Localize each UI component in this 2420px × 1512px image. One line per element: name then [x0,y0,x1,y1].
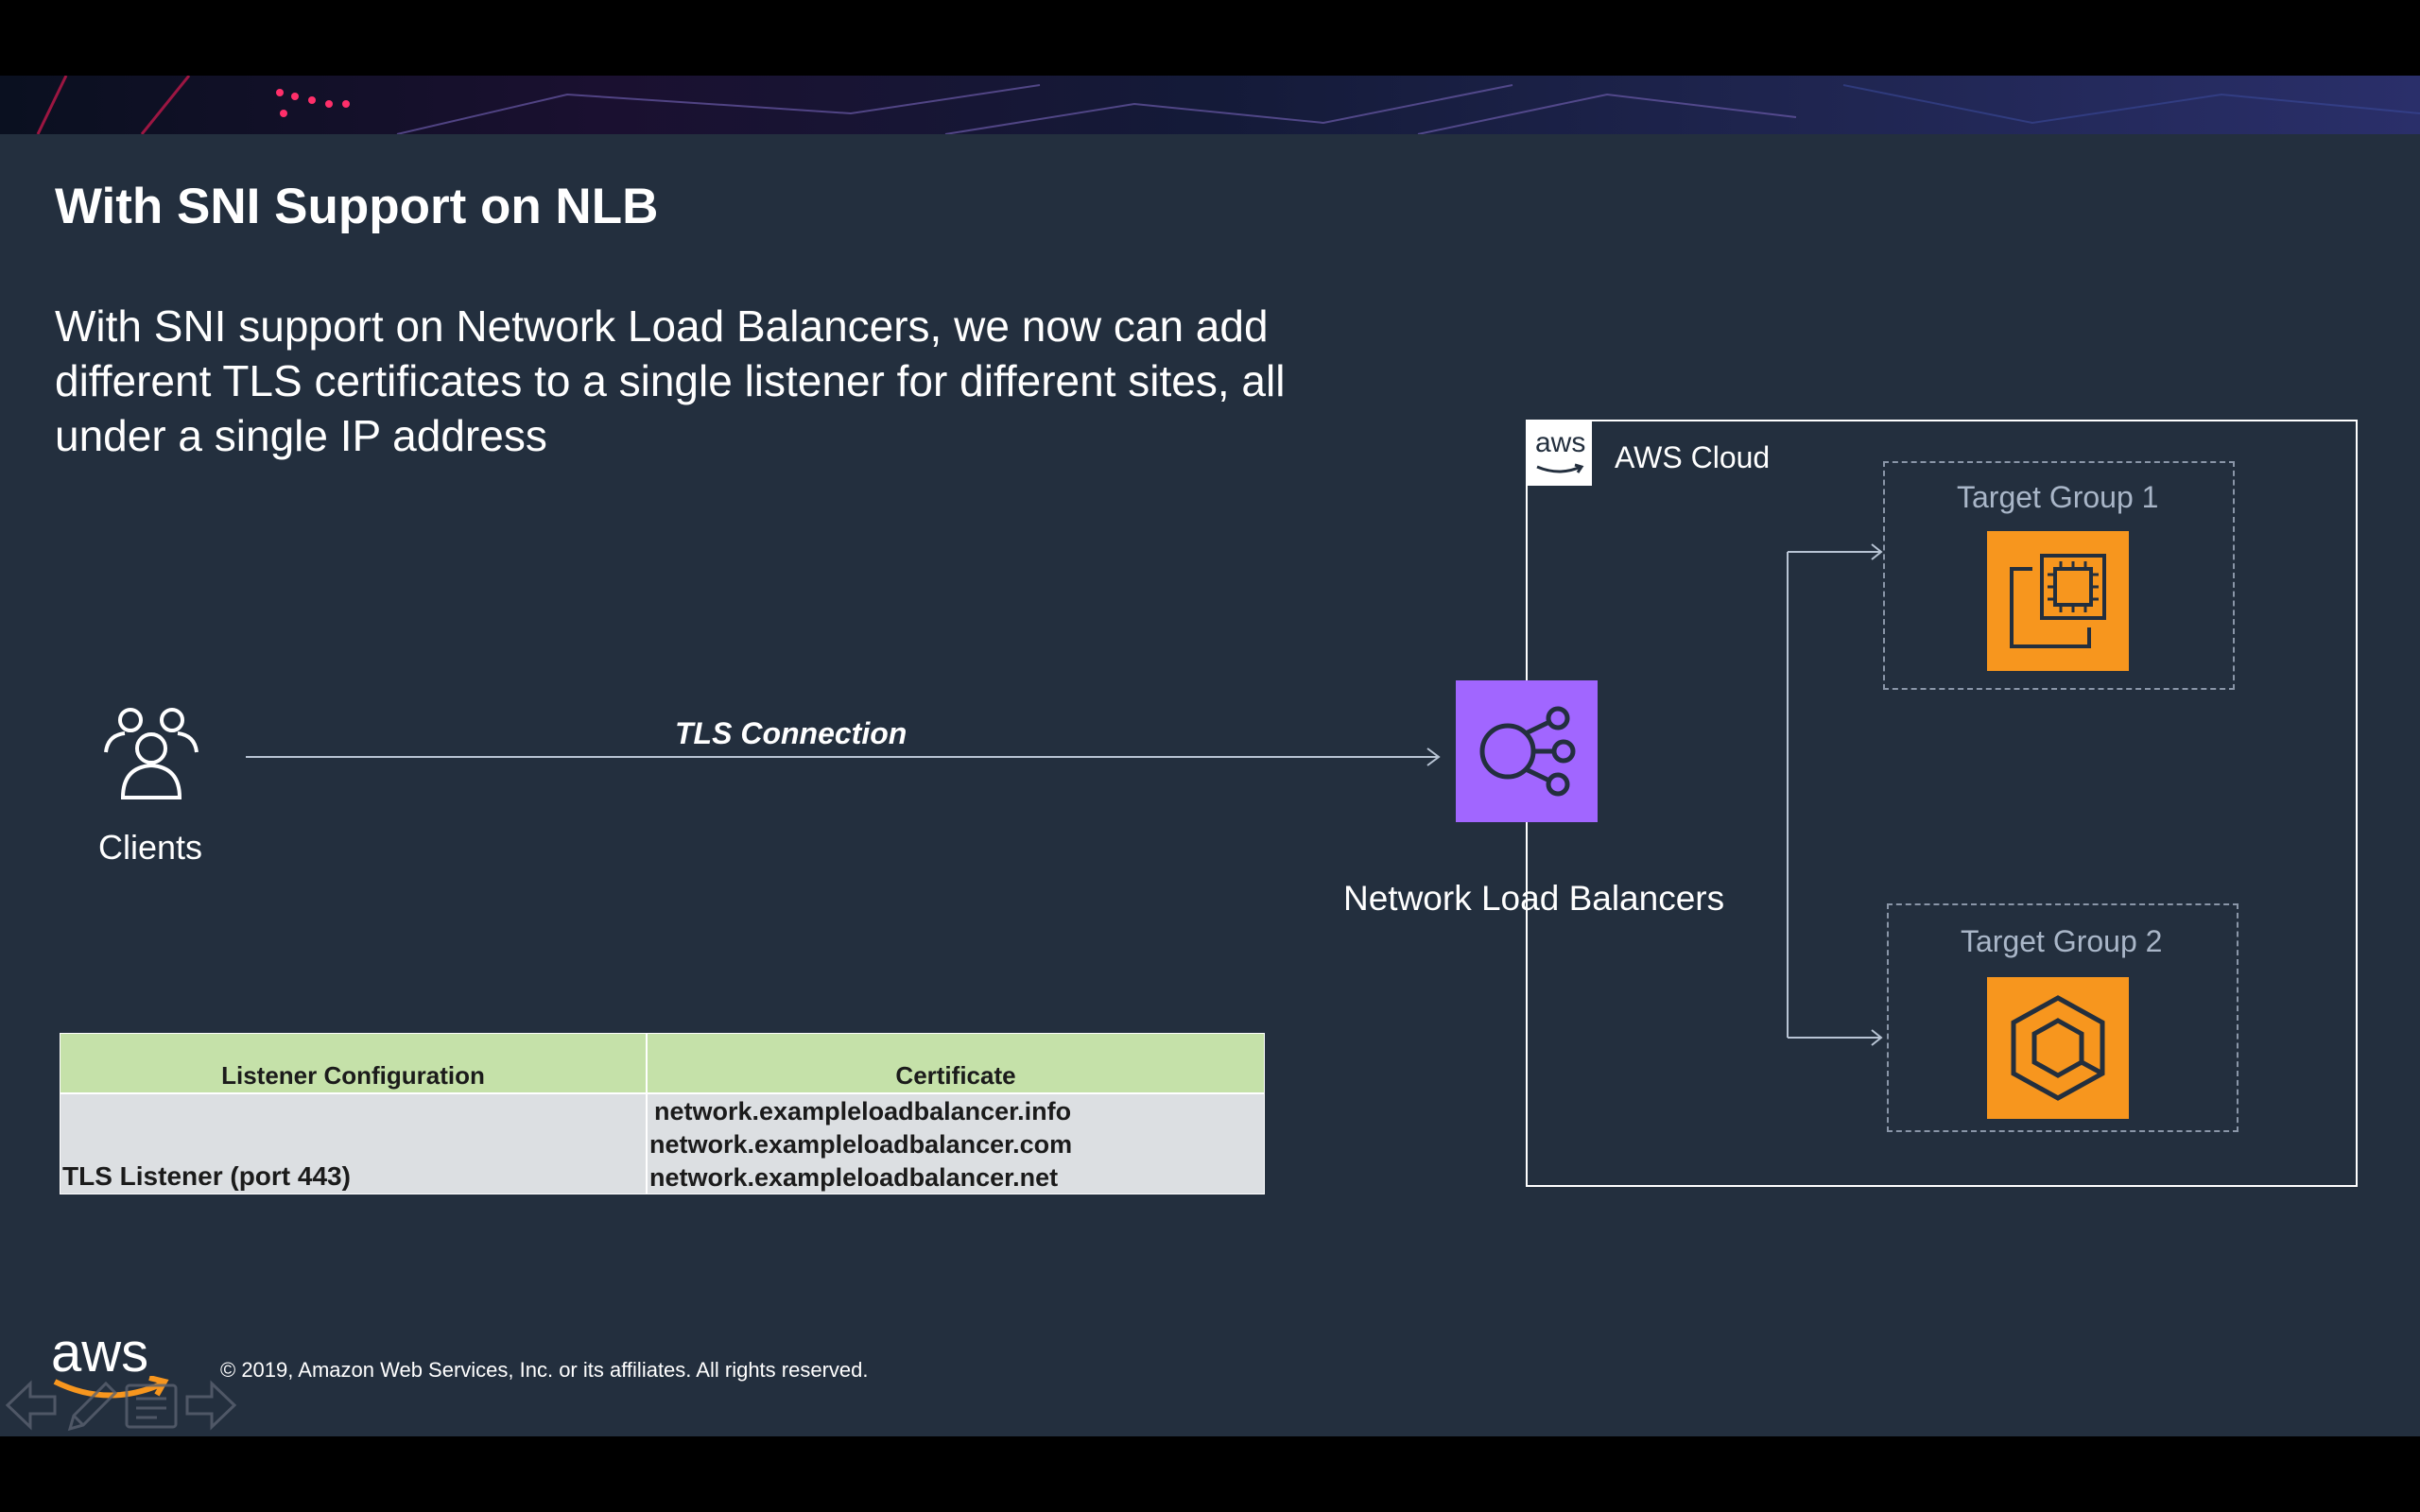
ec2-instance-icon [1987,531,2129,671]
tls-connection-arrow [246,747,1441,766]
slide-background [0,134,2420,1436]
aws-cloud-logo: aws [1528,421,1592,486]
table-cell-listener: TLS Listener (port 443) [60,1093,647,1194]
pen-icon[interactable] [60,1376,117,1435]
target-group-2-label: Target Group 2 [1961,924,2163,958]
tls-connection-label: TLS Connection [675,716,908,750]
prev-arrow-icon[interactable] [2,1376,59,1435]
slideshow-controls [2,1376,240,1435]
next-arrow-icon[interactable] [183,1376,240,1435]
certificate-item: network.exampleloadbalancer.info [654,1097,1072,1125]
target-group-1-box [1883,461,2235,690]
certificate-item: network.exampleloadbalancer.com [649,1130,1073,1159]
network-load-balancer-icon [1456,680,1598,822]
table-cell-certificates: network.exampleloadbalancer.info network… [647,1093,1265,1194]
clients-label: Clients [98,828,203,867]
slide-description: With SNI support on Network Load Balance… [55,301,1286,460]
header-banner [0,76,2420,134]
aws-logo: aws [51,1322,174,1400]
table-header-listener: Listener Configuration [60,1033,647,1093]
target-group-connectors [1787,543,1883,1046]
copyright-text: © 2019, Amazon Web Services, Inc. or its… [220,1358,869,1382]
ecs-container-icon [1987,977,2129,1119]
nlb-label: Network Load Balancers [1343,879,1725,918]
target-group-2-box [1887,903,2238,1132]
notes-icon[interactable] [123,1380,180,1433]
clients-icon [102,707,200,801]
certificate-item: network.exampleloadbalancer.net [649,1163,1059,1192]
aws-cloud-label: AWS Cloud [1615,440,1771,474]
table-header-certificate: Certificate [647,1033,1265,1093]
aws-logo-text: aws [51,1322,149,1383]
target-group-1-label: Target Group 1 [1957,480,2159,514]
listener-table: Listener Configuration Certificate TLS L… [60,1033,1265,1194]
slide-title: With SNI Support on NLB [55,179,659,234]
aws-badge-text: aws [1535,427,1586,458]
banner-graphic [36,76,2420,134]
aws-smile-icon [1536,463,1584,473]
aws-logo-smile-icon [53,1376,169,1399]
